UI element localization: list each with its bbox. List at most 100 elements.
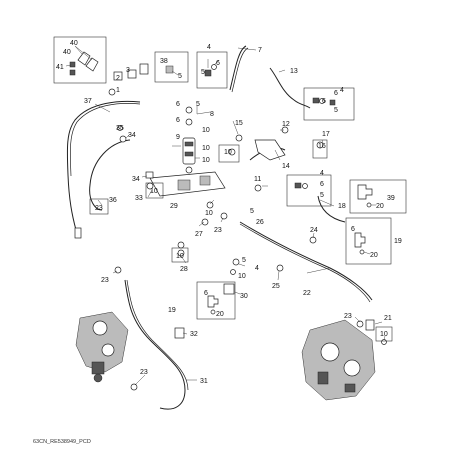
callout-10-e: 10 <box>150 188 158 195</box>
callout-23-right: 23 <box>344 313 352 320</box>
callout-37: 37 <box>84 98 92 105</box>
callout-10-b: 10 <box>202 145 210 152</box>
callout-21: 21 <box>384 315 392 322</box>
detail-box-4-top <box>196 51 228 89</box>
callout-4-low: 4 <box>255 265 259 272</box>
callout-10-d: 10 <box>224 149 232 156</box>
callout-13: 13 <box>290 68 298 75</box>
callout-4-top: 4 <box>207 44 211 51</box>
callout-2: 2 <box>116 75 120 82</box>
callout-20-lower: 20 <box>216 311 224 318</box>
fittings-group <box>74 63 387 391</box>
callout-17: 17 <box>322 131 330 138</box>
callout-20-box39: 20 <box>376 203 384 210</box>
detail-box-23 <box>89 198 109 215</box>
callout-40-top: 40 <box>70 40 78 47</box>
callout-5-top: 5 <box>201 69 205 76</box>
callout-10-h: 10 <box>238 273 246 280</box>
detail-box-19-right <box>345 217 392 265</box>
callout-11: 11 <box>254 176 261 183</box>
callout-6-top: 6 <box>216 60 220 67</box>
callout-6-right-a: 6 <box>322 98 326 105</box>
callout-25: 25 <box>272 283 280 290</box>
callout-9: 9 <box>176 134 180 141</box>
pipe-18 <box>317 195 346 223</box>
callout-22: 22 <box>303 290 311 297</box>
callout-10-g: 10 <box>176 253 184 260</box>
fuel-pump-left <box>75 311 129 383</box>
pipe-37 <box>66 100 141 231</box>
callout-23-mid: 23 <box>214 227 222 234</box>
callout-15: 15 <box>235 120 243 127</box>
detail-box-10-d <box>375 326 393 342</box>
leader-lines <box>94 47 386 386</box>
callout-10-c: 10 <box>202 157 210 164</box>
callout-20-box19: 20 <box>370 252 378 259</box>
callout-19-right: 19 <box>394 238 402 245</box>
pipe-13 <box>269 67 311 109</box>
callout-5-right: 5 <box>334 107 338 114</box>
callout-8: 8 <box>210 111 214 118</box>
callout-24: 24 <box>310 227 318 234</box>
pipe-7 <box>229 45 249 93</box>
bracket-14 <box>254 139 286 161</box>
callout-5-box38: 5 <box>178 73 182 80</box>
callout-7: 7 <box>258 47 262 54</box>
callout-1: 1 <box>116 87 120 94</box>
detail-box-10-b <box>145 182 164 199</box>
callout-31: 31 <box>200 378 208 385</box>
callout-40: 40 <box>63 49 71 56</box>
callout-6-right-b: 6 <box>334 90 338 97</box>
callout-29: 29 <box>170 203 178 210</box>
callout-34-upper: 34 <box>128 132 136 139</box>
callout-35: 35 <box>116 125 124 132</box>
callout-23-left: 23 <box>101 277 109 284</box>
injector-assembly-8 <box>182 106 196 174</box>
callout-10-f: 10 <box>205 210 213 217</box>
rail-29 <box>149 171 226 197</box>
detail-box-4-right <box>303 87 355 121</box>
callout-5-c: 5 <box>242 257 246 264</box>
callout-6-a: 6 <box>176 101 180 108</box>
callout-36: 36 <box>109 197 117 204</box>
callout-6-box19: 6 <box>351 226 355 233</box>
callout-14: 14 <box>282 163 290 170</box>
callout-26: 26 <box>256 219 264 226</box>
callout-33: 33 <box>135 195 143 202</box>
callout-6-mid: 6 <box>320 181 324 188</box>
detail-box-10-c <box>171 247 189 263</box>
detail-box-10 <box>218 144 240 163</box>
detail-box-4-mid <box>286 174 332 207</box>
callout-10-a: 10 <box>202 127 210 134</box>
callout-5-mid: 5 <box>320 192 324 199</box>
callout-39: 39 <box>387 195 395 202</box>
callout-27: 27 <box>195 231 203 238</box>
callout-41: 41 <box>56 64 64 71</box>
callout-23-bottom: 23 <box>140 369 148 376</box>
figure-code: 63CN_RE538949_PCD <box>33 439 91 445</box>
detail-box-38 <box>154 51 189 83</box>
callout-10-i: 10 <box>380 331 388 338</box>
callout-5-b: 5 <box>250 208 254 215</box>
callout-16: 16 <box>318 143 326 150</box>
callout-5-a: 5 <box>196 101 200 108</box>
callout-12: 12 <box>282 121 290 128</box>
callout-38: 38 <box>160 58 168 65</box>
callout-4-right: 4 <box>340 87 344 94</box>
callout-32: 32 <box>190 331 198 338</box>
detail-box-39 <box>349 179 407 214</box>
pipe-36 <box>89 139 131 211</box>
callout-18: 18 <box>338 203 346 210</box>
detail-box-lower <box>196 281 236 320</box>
detail-box-40 <box>53 36 107 84</box>
callout-28: 28 <box>180 266 188 273</box>
callout-6-b: 6 <box>176 117 180 124</box>
callout-34-lower: 34 <box>132 176 140 183</box>
callout-3: 3 <box>126 67 130 74</box>
callout-6-lower: 6 <box>204 290 208 297</box>
callout-30: 30 <box>240 293 248 300</box>
pipe-22 <box>239 221 373 303</box>
callout-23-box: 23 <box>95 205 103 212</box>
pipe-31 <box>124 279 189 410</box>
